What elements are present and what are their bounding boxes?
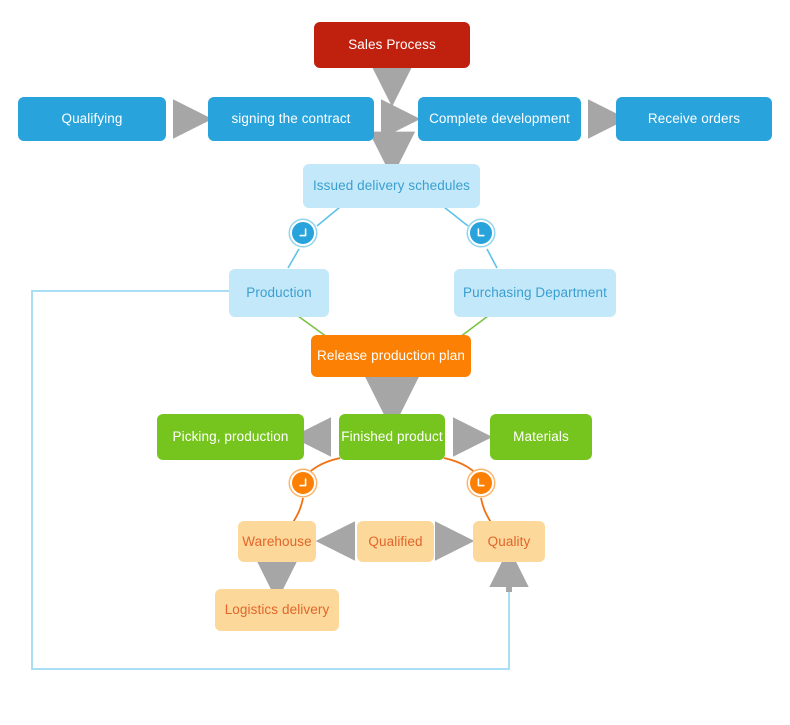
- node-label: Materials: [513, 429, 569, 445]
- node-warehouse[interactable]: Warehouse: [238, 521, 316, 562]
- node-label: Release production plan: [317, 348, 465, 364]
- node-purchasing-department[interactable]: Purchasing Department: [454, 269, 616, 317]
- node-label: signing the contract: [231, 111, 351, 127]
- node-label: Finished product: [341, 429, 443, 445]
- badge-warehouse[interactable]: [290, 470, 316, 496]
- node-materials[interactable]: Materials: [490, 414, 592, 460]
- node-qualified[interactable]: Qualified: [357, 521, 434, 562]
- arrow-down-right-icon: [474, 476, 488, 490]
- node-sales-process[interactable]: Sales Process: [314, 22, 470, 68]
- node-label: Picking, production: [172, 429, 289, 445]
- badge-production[interactable]: [290, 220, 316, 246]
- node-label: Purchasing Department: [463, 285, 607, 301]
- node-label: Sales Process: [348, 37, 436, 53]
- node-complete-development[interactable]: Complete development: [418, 97, 581, 141]
- node-receive-orders[interactable]: Receive orders: [616, 97, 772, 141]
- node-label: Logistics delivery: [224, 602, 330, 618]
- arrow-down-left-icon: [296, 476, 310, 490]
- node-production[interactable]: Production: [229, 269, 329, 317]
- node-label: Qualifying: [61, 111, 123, 127]
- node-label: Quality: [487, 533, 531, 549]
- arrow-down-right-icon: [474, 226, 488, 240]
- badge-quality[interactable]: [468, 470, 494, 496]
- node-label: Complete development: [429, 111, 570, 127]
- node-qualifying[interactable]: Qualifying: [18, 97, 166, 141]
- badge-purchasing[interactable]: [468, 220, 494, 246]
- node-quality[interactable]: Quality: [473, 521, 545, 562]
- arrow-down-left-icon: [296, 226, 310, 240]
- node-release-production-plan[interactable]: Release production plan: [311, 335, 471, 377]
- node-label: Receive orders: [647, 111, 741, 127]
- node-picking-production[interactable]: Picking, production: [157, 414, 304, 460]
- link-purchasing-to-release: [459, 315, 489, 338]
- node-issued-delivery-schedules[interactable]: Issued delivery schedules: [303, 164, 480, 208]
- link-production-to-release: [297, 315, 328, 338]
- node-label: Production: [246, 285, 312, 301]
- node-signing-the-contract[interactable]: signing the contract: [208, 97, 374, 141]
- node-label: Qualified: [368, 533, 423, 549]
- node-label: Warehouse: [242, 533, 312, 549]
- node-logistics-delivery[interactable]: Logistics delivery: [215, 589, 339, 631]
- node-finished-product[interactable]: Finished product: [339, 414, 445, 460]
- node-label: Issued delivery schedules: [312, 178, 471, 194]
